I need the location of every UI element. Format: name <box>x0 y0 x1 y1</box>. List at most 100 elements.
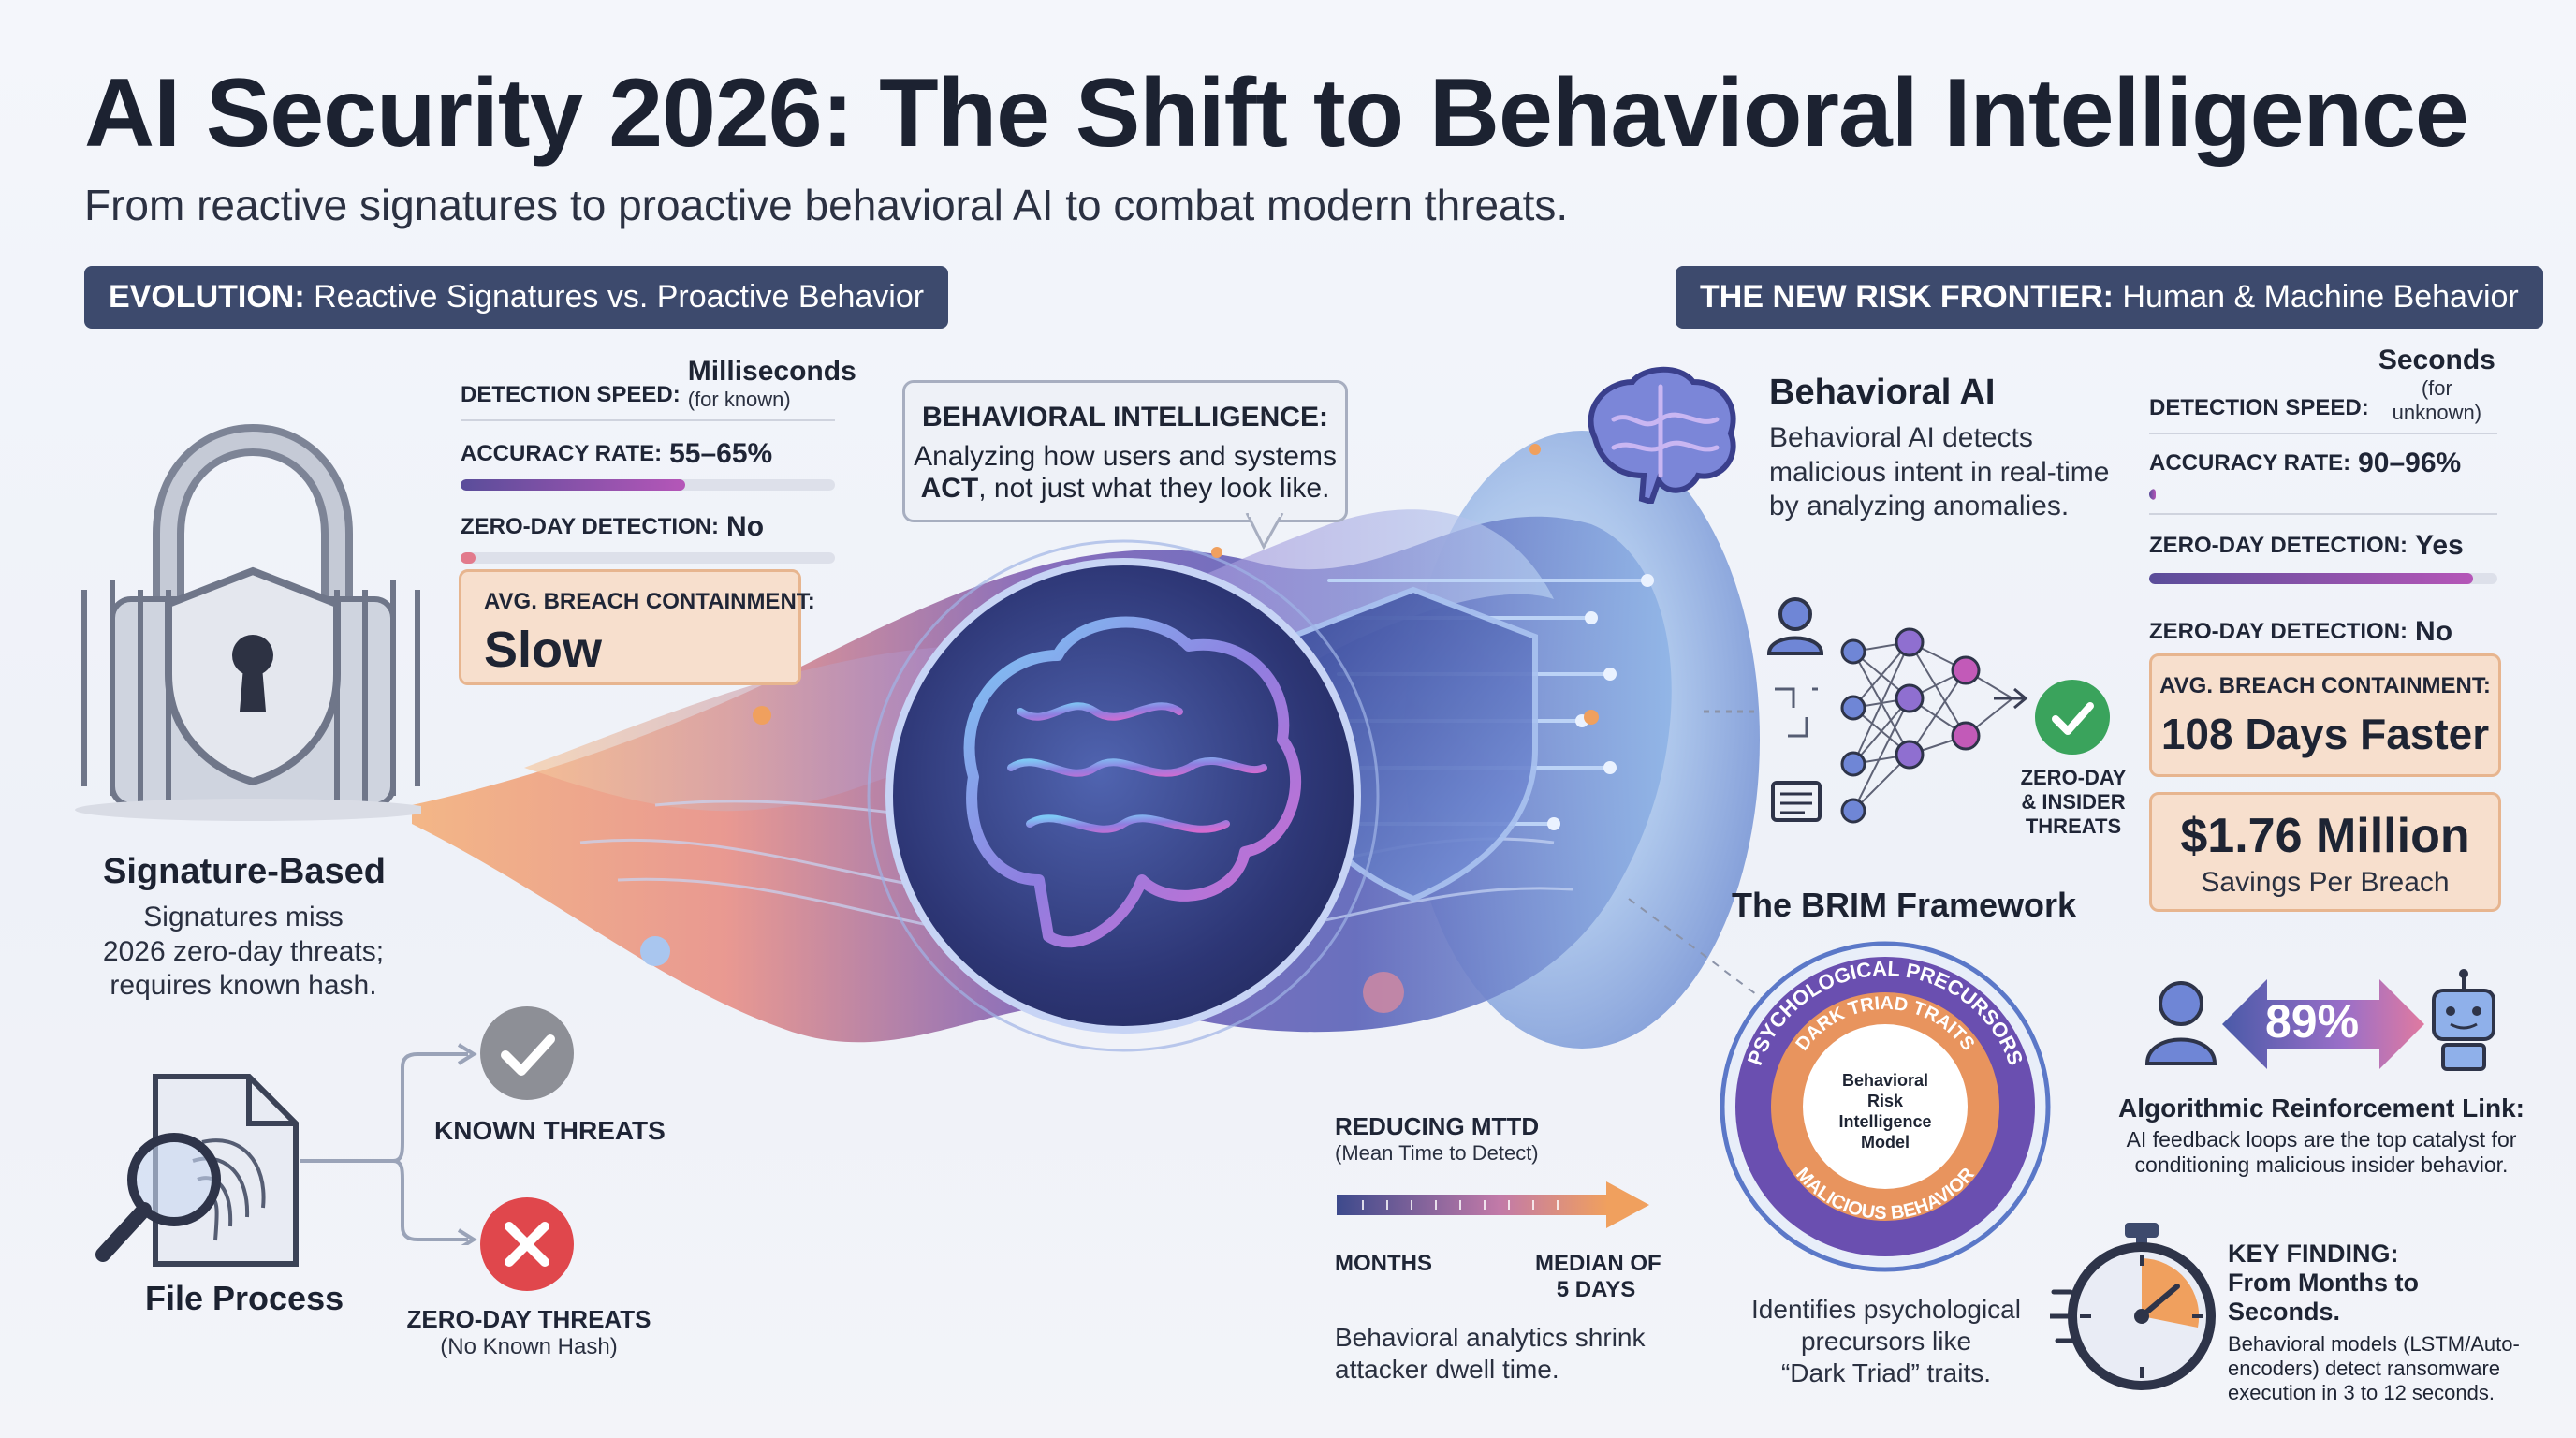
brim-center-4: Model <box>1861 1133 1910 1152</box>
reinforcement-percent: 89% <box>2265 995 2360 1048</box>
beh-containment-label: AVG. BREACH CONTAINMENT: <box>2159 673 2491 698</box>
sig-zeroday-label: ZERO-DAY DETECTION: <box>461 514 720 539</box>
beh-zeroday-no-value: No <box>2415 616 2453 647</box>
threats-line-1: ZERO-DAY <box>2020 766 2127 789</box>
key-finding-desc-2: encoders) detect ransomware <box>2228 1357 2501 1380</box>
beh-speed-label: DETECTION SPEED: <box>2149 395 2369 420</box>
mttd-subtitle: (Mean Time to Detect) <box>1335 1141 1539 1165</box>
brim-center-2: Risk <box>1867 1092 1904 1110</box>
robot-icon <box>2432 969 2496 1071</box>
callout-act: ACT <box>920 473 979 504</box>
padlock-icon <box>75 423 421 821</box>
beh-accuracy-label: ACCURACY RATE: <box>2149 450 2351 476</box>
callout-tail <box>1245 513 1284 550</box>
beh-zeroday-yes-value: Yes <box>2415 530 2464 561</box>
known-threats-label: KNOWN THREATS <box>434 1116 666 1145</box>
mttd-end-2: 5 DAYS <box>1556 1277 1636 1302</box>
brim-desc-1: Identifies psychological <box>1751 1295 2021 1324</box>
sig-speed-value: Milliseconds <box>687 356 856 387</box>
brain-icon <box>963 616 1301 948</box>
left-banner: EVOLUTION: Reactive Signatures vs. Proac… <box>84 266 949 329</box>
threats-line-3: THREATS <box>2025 814 2122 838</box>
beh-zeroday-yes-fill <box>2149 573 2473 584</box>
sig-containment-label: AVG. BREACH CONTAINMENT: <box>484 589 815 614</box>
signature-metrics: DETECTION SPEED: Milliseconds (for known… <box>461 356 856 564</box>
sig-desc-2: 2026 zero-day threats; <box>102 935 385 967</box>
user-icon <box>1766 597 1824 655</box>
check-icon <box>480 1006 574 1100</box>
right-banner-text: Human & Machine Behavior <box>2113 279 2519 315</box>
signature-heading: Signature-Based <box>103 852 386 891</box>
behavioral-metrics: DETECTION SPEED: Seconds (for unknown) A… <box>2149 345 2497 670</box>
callout-line2: , not just what they look like. <box>978 473 1330 504</box>
file-process-arrows <box>300 1043 477 1245</box>
mttd-end: MEDIAN OF 5 DAYS <box>1535 1251 1661 1303</box>
mttd-desc-2: attacker dwell time. <box>1335 1355 1559 1385</box>
no-known-hash-label: (No Known Hash) <box>440 1334 618 1359</box>
beh-speed-note: (for unknown) <box>2392 376 2482 424</box>
sig-zeroday-fill <box>461 552 476 564</box>
sig-accuracy-label: ACCURACY RATE: <box>461 441 663 466</box>
brain-icon <box>1588 366 1736 504</box>
reinforcement-title: Algorithmic Reinforcement Link: <box>2117 1093 2525 1123</box>
beh-desc-1: Behavioral AI detects <box>1769 422 2033 453</box>
key-finding-desc-3: execution in 3 to 12 seconds. <box>2228 1381 2495 1404</box>
key-finding: KEY FINDING: From Months to Seconds. Beh… <box>2228 1240 2537 1405</box>
sig-accuracy-fill <box>461 479 685 491</box>
mttd-description: Behavioral analytics shrink attacker dwe… <box>1335 1322 1646 1386</box>
brim-desc-3: “Dark Triad” traits. <box>1780 1358 1992 1388</box>
callout-title: BEHAVIORAL INTELLIGENCE: <box>922 402 1328 433</box>
beh-zeroday-no-label: ZERO-DAY DETECTION: <box>2149 619 2408 644</box>
key-finding-title-2: From Months to Seconds. <box>2228 1269 2419 1326</box>
person-icon <box>2144 981 2217 1065</box>
threats-line-2: & INSIDER <box>2021 790 2126 814</box>
reinforcement-desc-1: AI feedback loops are the top catalyst f… <box>2126 1127 2517 1152</box>
key-finding-title-1: KEY FINDING: <box>2228 1240 2399 1268</box>
mttd-section: REDUCING MTTD (Mean Time to Detect) <box>1335 1112 1539 1166</box>
beh-zeroday-yes-bar <box>2149 573 2497 584</box>
sig-desc-3: requires known hash. <box>110 970 377 1002</box>
beh-accuracy-value: 90–96% <box>2358 448 2462 478</box>
mttd-arrow <box>1337 1181 1649 1228</box>
behavioral-description: Behavioral AI detects malicious intent i… <box>1769 421 2125 524</box>
beh-speed-value: Seconds <box>2378 345 2496 375</box>
sig-speed-note: (for known) <box>687 388 791 411</box>
brim-heading: The BRIM Framework <box>1732 886 2077 924</box>
brim-description: Identifies psychological precursors like… <box>1722 1294 2050 1389</box>
mttd-start: MONTHS <box>1335 1251 1432 1276</box>
savings-value: $1.76 Million <box>2180 809 2470 863</box>
brim-desc-2: precursors like <box>1800 1327 1972 1357</box>
mttd-desc-1: Behavioral analytics shrink <box>1335 1323 1646 1352</box>
reinforcement-desc-2: conditioning malicious insider behavior. <box>2134 1152 2509 1177</box>
key-finding-desc-1: Behavioral models (LSTM/Auto- <box>2228 1332 2520 1356</box>
left-banner-text: Reactive Signatures vs. Proactive Behavi… <box>304 279 925 315</box>
sig-accuracy-bar <box>461 479 835 491</box>
file-process-label: File Process <box>145 1279 344 1317</box>
reinforcement-graphic <box>2144 969 2496 1071</box>
stopwatch-icon <box>2050 1223 2216 1390</box>
right-banner-bold: THE NEW RISK FRONTIER: <box>1700 279 2114 315</box>
page-subtitle: From reactive signatures to proactive be… <box>84 181 1569 229</box>
beh-desc-2: malicious intent in real-time <box>1769 456 2110 488</box>
check-icon <box>2035 680 2110 755</box>
sig-accuracy-value: 55–65% <box>669 438 773 469</box>
magnifier-icon <box>95 1133 221 1262</box>
sig-containment-box: AVG. BREACH CONTAINMENT: Slow <box>459 569 815 685</box>
sig-zeroday-value: No <box>726 511 765 542</box>
sig-containment-value: Slow <box>484 622 603 678</box>
beh-accuracy-fill <box>2149 489 2157 500</box>
savings-note: Savings Per Breach <box>2201 867 2450 898</box>
beh-accuracy-bar <box>2149 489 2497 500</box>
brim-center-3: Intelligence <box>1838 1112 1931 1131</box>
beh-zeroday-yes-label: ZERO-DAY DETECTION: <box>2149 533 2408 558</box>
neural-network-icon <box>1766 597 2028 824</box>
mttd-end-1: MEDIAN OF <box>1535 1251 1661 1276</box>
fingerprint-document-icon <box>95 1074 299 1267</box>
beh-containment-box: AVG. BREACH CONTAINMENT: 108 Days Faster <box>2149 653 2501 777</box>
behavioral-intelligence-callout: BEHAVIORAL INTELLIGENCE: Analyzing how u… <box>902 380 1348 522</box>
behavioral-heading: Behavioral AI <box>1769 373 1996 412</box>
zero-day-threats: ZERO-DAY THREATS (No Known Hash) <box>402 1305 655 1360</box>
left-banner-bold: EVOLUTION: <box>109 279 305 315</box>
reinforcement-text: Algorithmic Reinforcement Link: AI feedb… <box>2097 1093 2546 1178</box>
